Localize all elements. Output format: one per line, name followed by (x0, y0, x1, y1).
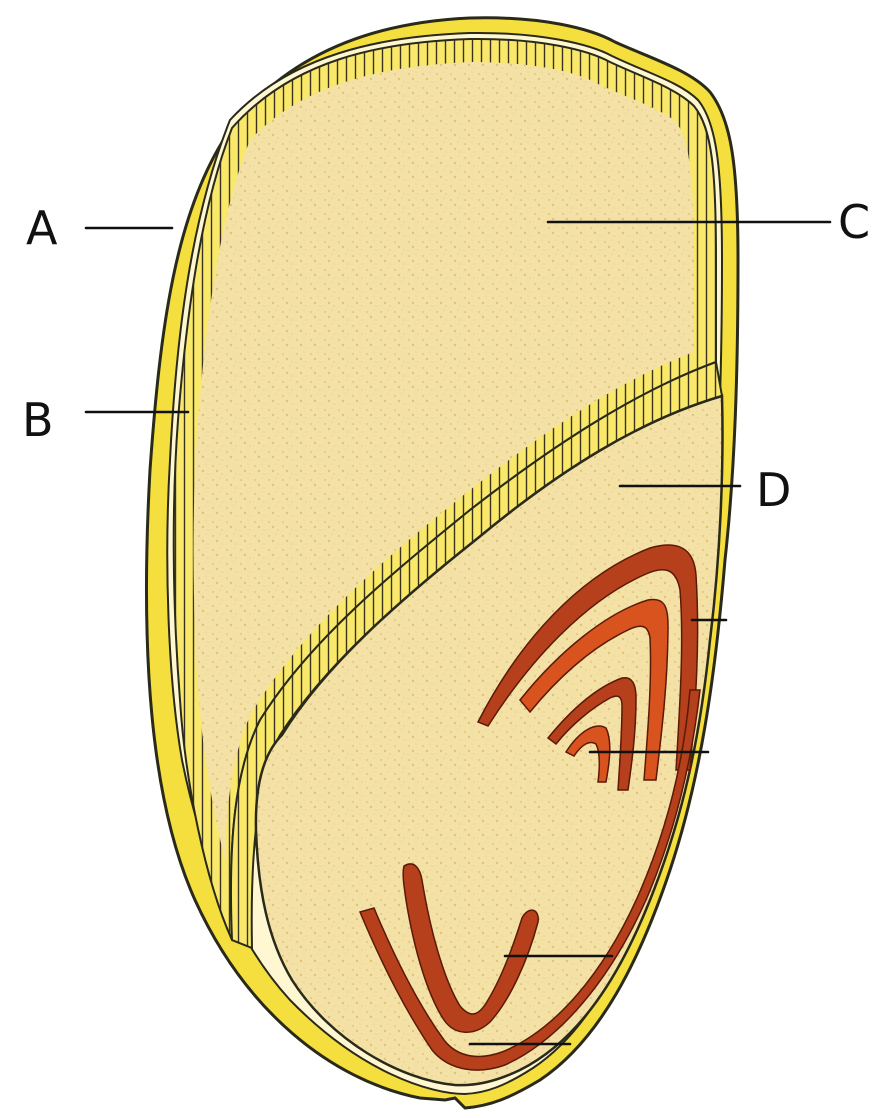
label-d: D (756, 463, 791, 517)
label-c: C (838, 195, 870, 249)
label-b: B (22, 393, 54, 447)
label-a: A (26, 201, 58, 255)
